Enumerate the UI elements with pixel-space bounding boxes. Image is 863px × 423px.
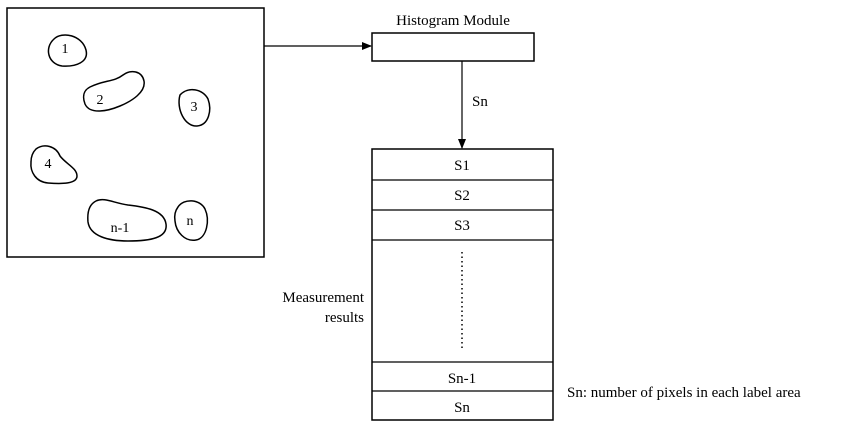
region-n-label: n	[187, 214, 194, 229]
results-row-sn: Sn	[454, 400, 470, 416]
histogram-module-title: Histogram Module	[396, 13, 510, 29]
histogram-module-box	[371, 32, 535, 62]
region-4-label: 4	[45, 157, 52, 172]
region-3: 3	[178, 88, 211, 127]
region-1-label: 1	[62, 42, 69, 57]
legend-note: Sn: number of pixels in each label area	[567, 385, 801, 401]
histogram-module: Histogram Module	[371, 13, 535, 62]
region-2-label: 2	[97, 93, 104, 108]
region-3-label: 3	[191, 100, 198, 115]
results-row-s1: S1	[454, 158, 470, 174]
region-n-1-label: n-1	[111, 221, 130, 236]
results-row-sn-1: Sn-1	[448, 371, 476, 387]
results-row-s2: S2	[454, 188, 470, 204]
region-2: 2	[82, 70, 145, 112]
labeled-image-frame: 1 2 3 4 n-1 n	[6, 7, 265, 258]
results-table: S1 S2 S3 Sn-1 Sn	[371, 148, 554, 421]
measurement-results-label-line2: results	[325, 310, 364, 326]
region-4: 4	[30, 145, 78, 185]
region-n: n	[173, 200, 208, 241]
region-1: 1	[47, 34, 88, 67]
measurement-results-label-line1: Measurement	[282, 290, 364, 306]
results-row-s3: S3	[454, 218, 470, 234]
arrow-sn-label: Sn	[472, 94, 488, 110]
region-n-1: n-1	[87, 198, 167, 242]
